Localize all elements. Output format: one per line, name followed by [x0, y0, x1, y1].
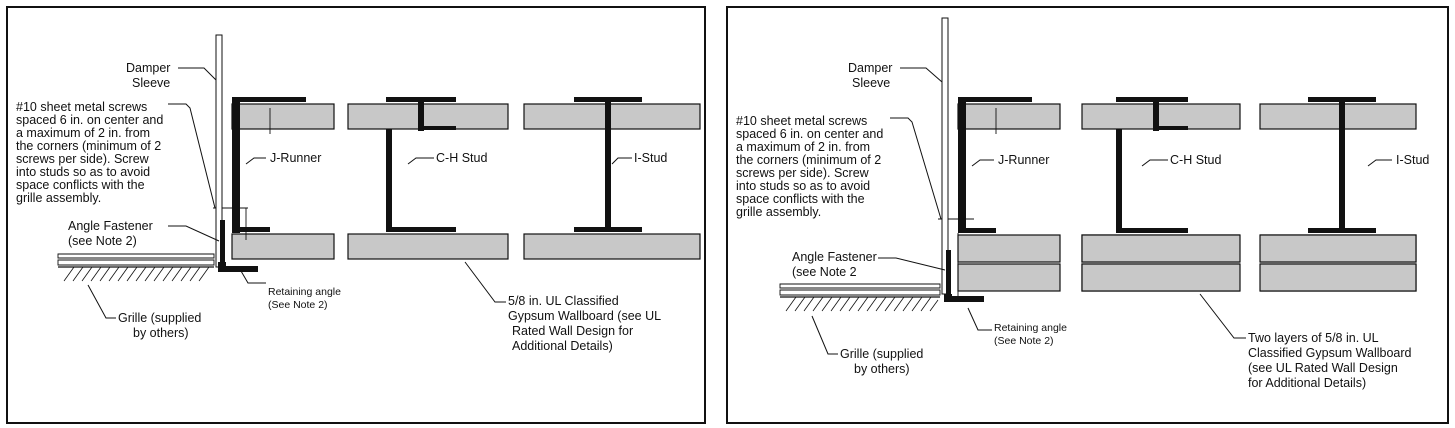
ch-stud-shape [386, 97, 456, 232]
top-board-ch-stud [1081, 103, 1241, 130]
ch-stud-label: C-H Stud [1170, 153, 1221, 167]
i-stud-label: I-Stud [634, 151, 667, 165]
ch-stud-label: C-H Stud [436, 151, 487, 165]
retaining-angle-shape [944, 294, 984, 302]
top-board-j-runner [231, 103, 335, 130]
double-layer-section-diagram: Damper Sleeve #10 sheet metal screws spa… [736, 17, 1429, 390]
retaining-angle-shape [218, 262, 258, 272]
bottom-board-j-runner [231, 233, 335, 260]
gypsum-note-label: Two layers of 5/8 in. UL Classified Gyps… [1248, 331, 1415, 390]
bottom-board-1-j-runner [957, 234, 1061, 263]
grille-shape [779, 283, 941, 312]
damper-sleeve-label: Damper Sleeve [126, 61, 174, 90]
single-layer-section-diagram: Damper Sleeve #10 sheet metal screws spa… [16, 34, 701, 353]
screws-note-label: #10 sheet metal screws spaced 6 in. on c… [736, 114, 887, 219]
ch-stud-shape [1116, 97, 1188, 233]
gypsum-note-label: 5/8 in. UL Classified Gypsum Wallboard (… [508, 294, 664, 353]
grille-label: Grille (supplied by others) [840, 347, 927, 376]
bottom-board-i-stud [523, 233, 701, 260]
retaining-angle-label: Retaining angle (See Note 2) [994, 322, 1070, 347]
angle-fastener-label: Angle Fastener (see Note 2 [792, 250, 880, 279]
angle-fastener-shape [220, 220, 225, 262]
angle-fastener-shape [946, 250, 951, 294]
j-runner-shape [232, 97, 306, 233]
bottom-board-ch-stud [347, 233, 509, 260]
j-runner-label: J-Runner [998, 153, 1049, 167]
detail-panel-single-layer: Damper Sleeve #10 sheet metal screws spa… [6, 6, 706, 424]
top-board-i-stud [523, 103, 701, 130]
i-stud-shape [1308, 97, 1376, 233]
screws-note-label: #10 sheet metal screws spaced 6 in. on c… [16, 100, 167, 205]
i-stud-shape [574, 97, 642, 232]
angle-fastener-label: Angle Fastener (see Note 2) [68, 219, 156, 248]
detail-panel-double-layer: Damper Sleeve #10 sheet metal screws spa… [726, 6, 1449, 424]
grille-shape [57, 253, 215, 282]
top-board-i-stud [1259, 103, 1417, 130]
bottom-board-2-j-runner [957, 263, 1061, 292]
top-board-ch-stud [347, 103, 509, 130]
i-stud-label: I-Stud [1396, 153, 1429, 167]
j-runner-label: J-Runner [270, 151, 321, 165]
damper-sleeve-label: Damper Sleeve [848, 61, 896, 90]
j-runner-shape [958, 97, 1032, 233]
retaining-angle-label: Retaining angle (See Note 2) [268, 286, 344, 311]
grille-label: Grille (supplied by others) [118, 311, 205, 340]
top-board-j-runner [957, 103, 1061, 130]
